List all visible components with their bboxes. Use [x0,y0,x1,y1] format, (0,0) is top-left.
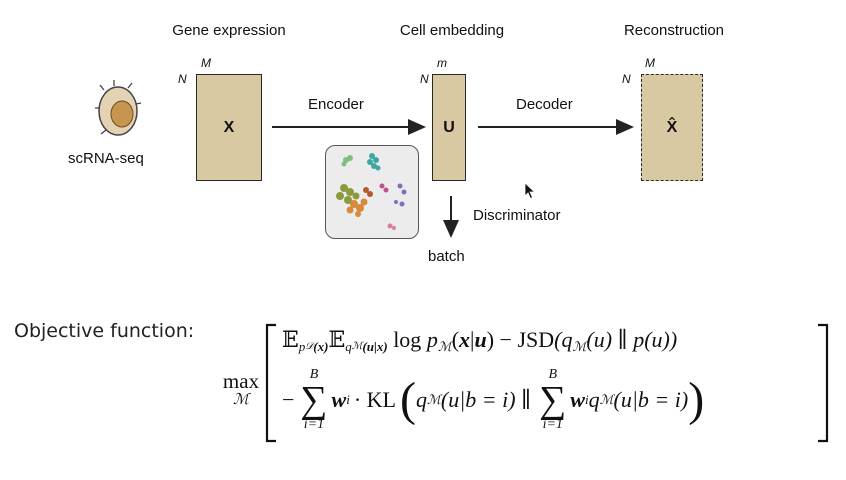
p-arg-open: ( [451,327,460,352]
matrix-x-cols: M [201,56,211,70]
expectation-2-arg: (u|x) [362,339,388,354]
kl-paren-close: ) [688,373,705,426]
title-reconstruction: Reconstruction [623,22,725,39]
expectation-2-sub: q [345,339,352,354]
sum-1-top: B [309,367,319,382]
w-sub: i [346,392,350,407]
max-operator: max ℳ [219,370,263,408]
dot-kl: · KL [353,387,396,412]
expectation-1-arg: (x) [313,339,329,354]
arrows-layer [272,119,634,238]
w2-symbol: w [570,387,585,412]
title-gene-expression: Gene expression [172,22,286,39]
discriminator-label: Discriminator [473,207,561,224]
objective-label: Objective function: [14,320,195,342]
encoder-label: Encoder [308,96,364,113]
max-sub: ℳ [232,392,250,408]
kl-q: q [415,387,427,412]
sum-2-top: B [548,367,558,382]
right-bracket [818,323,829,443]
max-label: max [222,369,260,393]
jsd-q-sub: ℳ [572,339,587,354]
title-cell-embedding: Cell embedding [399,22,505,39]
sum-1: B ∑ i=1 [300,368,327,432]
matrix-xhat: X̂ [641,74,703,181]
sum-1-bottom: i=1 [303,417,325,432]
p-symbol: p [426,327,438,352]
expectation-2: 𝔼 [328,328,346,353]
u-symbol: u [474,327,487,352]
matrix-x-rows: N [178,72,187,86]
sum-2-bottom: i=1 [542,417,563,432]
left-bracket [265,323,276,443]
kl-paren-open: ( [399,373,416,426]
expectation-1-sub: p [298,339,306,354]
minus-2: − [282,387,295,412]
expectation-2-subsub: ℳ [351,341,363,352]
log-op: log [393,327,422,352]
kl-q-arg: (u|b = i) ∥ [440,387,532,412]
matrix-xhat-label: X̂ [666,118,678,136]
matrix-u-cols: m [437,56,447,70]
given-bar: | [470,327,475,352]
w-symbol: w [331,387,347,412]
matrix-xhat-cols: M [645,56,655,70]
p-sub: ℳ [437,339,452,354]
kl-q-sub: ℳ [426,392,441,407]
expectation-1-subsub: 𝒟 [305,341,314,352]
cell-icon [95,80,142,136]
jsd-arg: (u) ∥ p(u)) [586,327,678,352]
p-arg-close: ) [486,327,495,352]
umap-thumbnail [325,145,419,239]
sum-1-sigma: ∑ [300,379,328,421]
jsd-op: JSD [517,327,555,352]
objective-line-1: 𝔼p𝒟(x)𝔼qℳ(u|x) log pℳ(x|u) − JSD(qℳ(u) ∥… [282,327,677,355]
matrix-u-label: U [443,118,455,136]
batch-label: batch [428,248,465,265]
matrix-x: X [196,74,262,181]
expectation-1: 𝔼 [282,328,299,353]
q2-symbol: q [588,387,600,412]
input-label-scrnaseq: scRNA-seq [68,150,144,167]
decoder-label: Decoder [516,96,573,113]
umap-scatter [336,153,407,230]
matrix-x-label: X [223,118,235,136]
x-symbol: x [459,327,471,352]
matrix-u: U [432,74,466,181]
sum-2: B ∑ i=1 [539,368,566,432]
q2-arg: (u|b = i) [613,387,689,412]
minus-1: − [499,327,512,352]
matrix-xhat-rows: N [622,72,631,86]
q2-sub: ℳ [599,392,614,407]
jsd-body: (q [554,327,573,352]
mouse-cursor-icon [524,182,536,200]
matrix-u-rows: N [420,72,429,86]
w2-sub: i [584,392,589,407]
sum-2-sigma: ∑ [539,379,567,421]
